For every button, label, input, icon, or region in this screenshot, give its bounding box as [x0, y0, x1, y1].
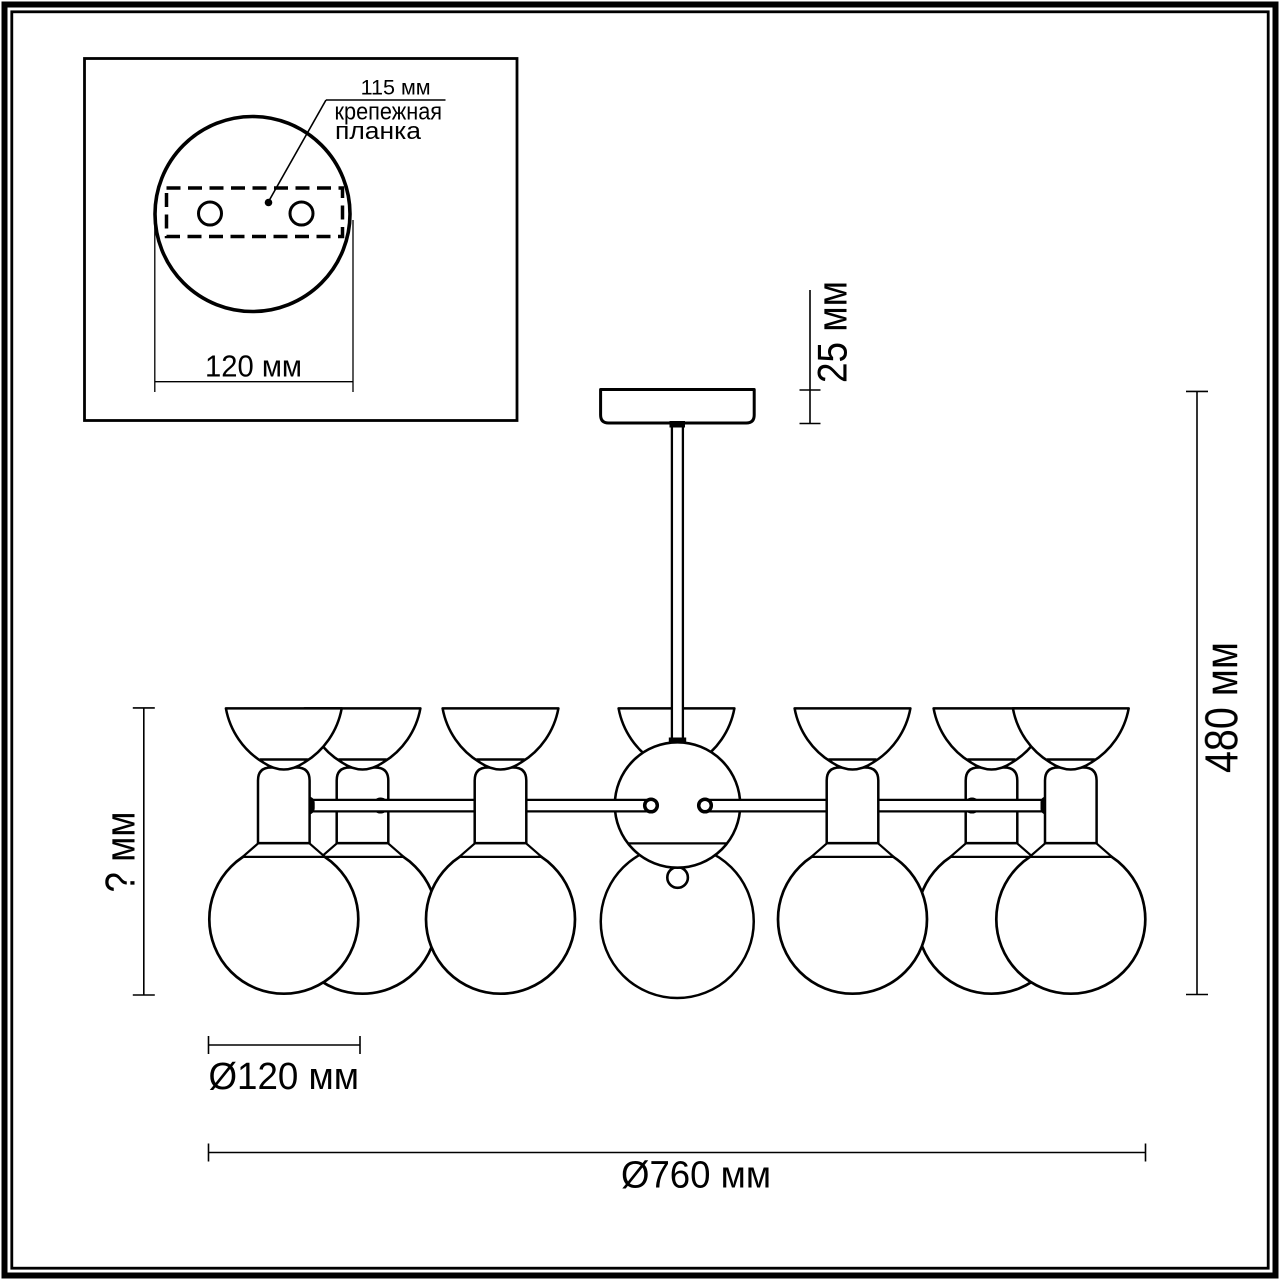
svg-text:Ø120 мм: Ø120 мм: [209, 1056, 360, 1098]
svg-text:115 мм: 115 мм: [361, 76, 431, 100]
svg-text:? мм: ? мм: [97, 812, 144, 893]
svg-text:Ø760 мм: Ø760 мм: [621, 1155, 771, 1197]
svg-text:120 мм: 120 мм: [205, 349, 302, 384]
svg-text:крепежная: крепежная: [335, 99, 443, 126]
svg-text:25 мм: 25 мм: [809, 281, 856, 383]
svg-text:480 мм: 480 мм: [1195, 642, 1247, 773]
svg-text:планка: планка: [335, 118, 421, 145]
